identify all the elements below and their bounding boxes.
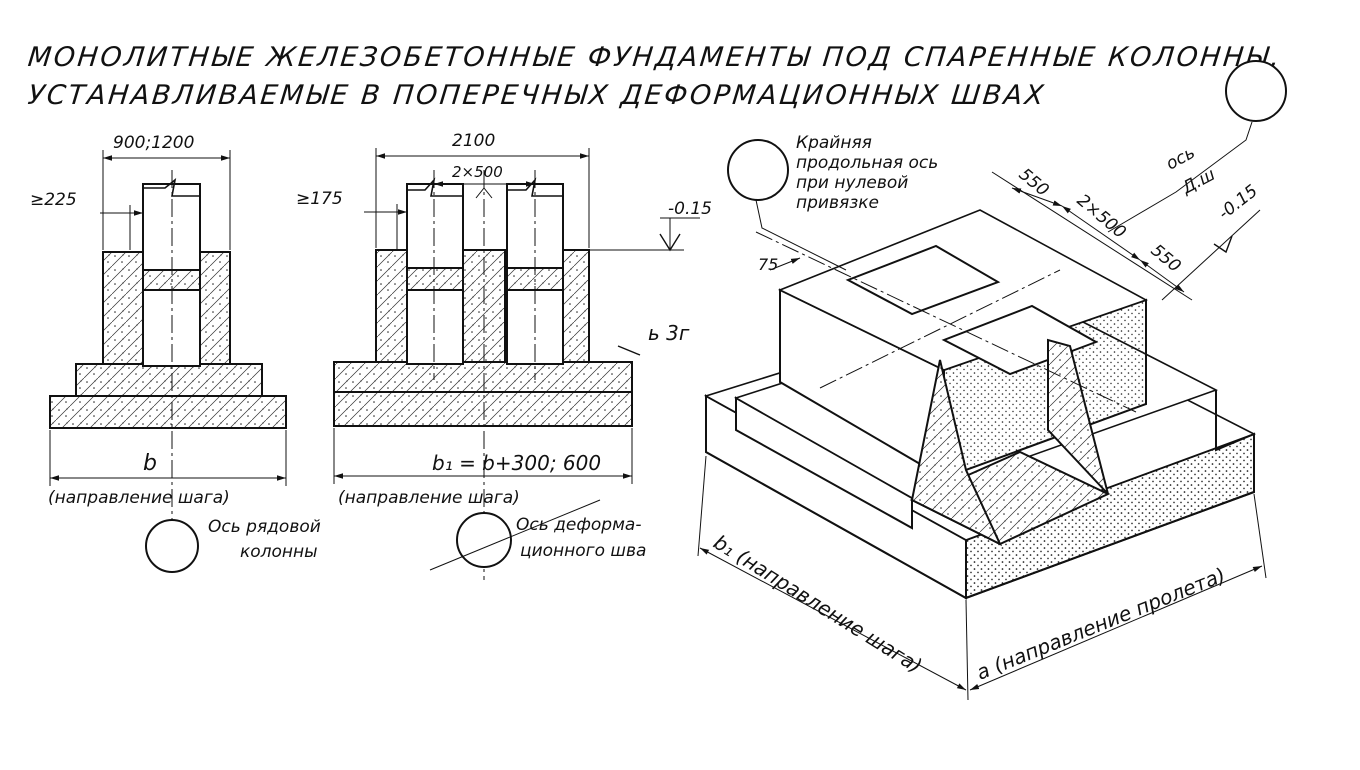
dim-min-175: ≥175 <box>296 189 343 209</box>
edge-axis-label-2: продольная ось <box>796 153 938 173</box>
dim-b: b <box>143 451 157 476</box>
dim-2x500: 2×500 <box>452 163 503 181</box>
dim-550-b: 550 <box>1147 241 1185 277</box>
edge-axis-label-3: при нулевой <box>796 173 908 193</box>
iso-view <box>697 60 1287 701</box>
section-a <box>49 150 287 573</box>
axis-label-a-1: Ось рядовой <box>208 517 321 537</box>
axis-label-b-1: Ось деформа- <box>516 515 641 535</box>
level-015-iso: -0.15 <box>1215 181 1262 224</box>
dim-75: 75 <box>758 255 778 274</box>
axis-label-a-2: колонны <box>240 542 318 562</box>
handwritten-note: ь 3г <box>648 321 690 345</box>
edge-axis-label-4: привязке <box>796 193 879 213</box>
axis-label-b-2: ционного шва <box>520 541 646 561</box>
dim-b1: b₁ = b+300; 600 <box>432 451 601 475</box>
direction-label-b: (направление шага) <box>338 488 520 508</box>
dim-2x500-iso: 2×500 <box>1073 191 1130 243</box>
level-015-b: -0.15 <box>668 199 712 219</box>
edge-axis-label-1: Крайняя <box>796 133 872 153</box>
direction-label-a: (направление шага) <box>48 488 230 508</box>
dim-550-a: 550 <box>1015 165 1053 201</box>
dim-2100: 2100 <box>452 131 495 151</box>
axis-top-label-2: Д.ш <box>1178 165 1219 199</box>
dim-min-225: ≥225 <box>30 190 77 210</box>
axis-top-label-1: ось <box>1163 143 1199 175</box>
dim-900-1200: 900;1200 <box>113 133 194 153</box>
section-b <box>333 148 700 580</box>
